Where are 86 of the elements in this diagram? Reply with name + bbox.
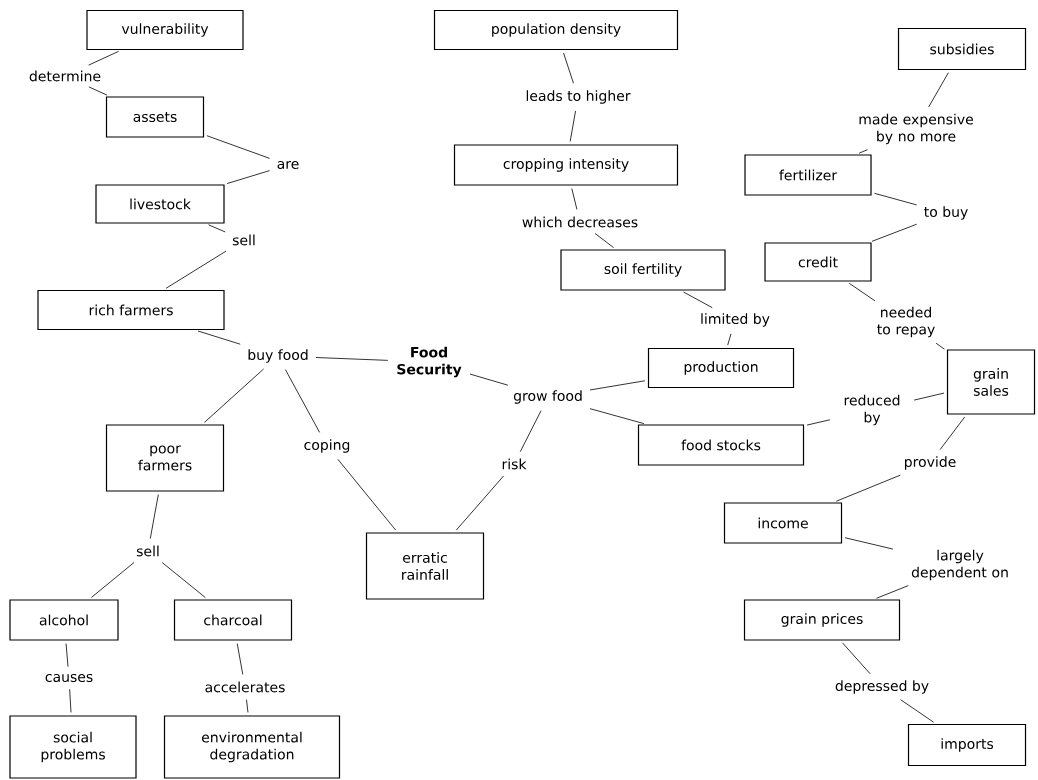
connector-line	[727, 333, 732, 346]
concept-box: subsidies	[897, 27, 1027, 71]
connector-line	[858, 149, 868, 154]
connector-line	[204, 368, 264, 423]
connector-line	[871, 223, 918, 242]
connector-line	[928, 72, 949, 108]
connector-line	[913, 392, 945, 401]
connector-line	[939, 416, 966, 451]
connector-line	[806, 419, 831, 426]
linking-phrase: needed to repay	[877, 306, 935, 338]
linking-phrase: sell	[136, 545, 159, 557]
linking-phrase: risk	[502, 458, 527, 470]
linking-phrase: determine	[29, 70, 101, 82]
linking-phrase: provide	[905, 456, 956, 470]
connector-line	[226, 170, 270, 184]
connector-line	[90, 562, 135, 598]
connector-line	[208, 224, 226, 233]
concept-box: alcohol	[9, 599, 119, 641]
concept-box: credit	[764, 242, 872, 282]
linking-phrase: made expensive by no more	[859, 113, 974, 145]
connector-line	[315, 357, 389, 361]
connector-line	[246, 699, 249, 713]
connector-line	[161, 562, 206, 598]
concept-box: charcoal	[173, 599, 293, 641]
concept-box: imports	[907, 723, 1027, 767]
connector-line	[197, 330, 241, 345]
concept-box: food stocks	[637, 424, 805, 466]
connector-line	[469, 373, 509, 386]
connector-line	[569, 110, 576, 142]
central-concept: Food Security	[397, 346, 462, 378]
concept-box: erratic rainfall	[365, 532, 485, 600]
linking-phrase: sell	[232, 234, 255, 246]
connector-line	[935, 342, 945, 350]
connector-line	[88, 86, 108, 96]
linking-phrase: reduced by	[844, 394, 900, 426]
concept-box: income	[723, 502, 843, 544]
linking-phrase: depressed by	[835, 680, 929, 694]
concept-box: soil fertility	[560, 249, 726, 291]
linking-phrase: leads to higher	[526, 90, 631, 104]
connector-line	[874, 192, 918, 206]
connector-line	[65, 643, 69, 668]
concept-box: cropping intensity	[453, 144, 679, 186]
linking-phrase: are	[277, 161, 299, 170]
connector-line	[683, 291, 713, 308]
concept-box: poor farmers	[105, 424, 225, 492]
concept-box: fertilizer	[744, 154, 872, 196]
linking-phrase: coping	[304, 439, 350, 453]
linking-phrase: which decreases	[522, 216, 638, 228]
connector-line	[236, 643, 244, 675]
linking-phrase: grow food	[513, 390, 582, 404]
concept-box: vulnerability	[86, 9, 244, 51]
connector-line	[69, 688, 72, 713]
connector-line	[842, 642, 871, 675]
connector-line	[206, 135, 271, 159]
connector-line	[519, 410, 542, 453]
linking-phrase: causes	[45, 674, 93, 683]
concept-box: assets	[105, 96, 205, 138]
concept-box: production	[647, 347, 795, 389]
concept-box: social problems	[9, 715, 137, 779]
connector-line	[563, 52, 574, 84]
concept-box: population density	[433, 9, 679, 51]
connector-line	[285, 369, 320, 433]
connector-line	[844, 537, 894, 550]
concept-box: rich farmers	[37, 289, 225, 331]
concept-box: environmental degradation	[163, 715, 341, 779]
linking-phrase: limited by	[701, 313, 770, 327]
connector-line	[589, 380, 646, 391]
connector-line	[571, 188, 578, 210]
connector-line	[594, 233, 614, 248]
linking-phrase: buy food	[248, 349, 308, 363]
concept-box: grain prices	[743, 599, 901, 641]
concept-box: grain sales	[946, 349, 1036, 415]
connector-line	[876, 585, 909, 599]
linking-phrase: largely dependent on	[911, 549, 1008, 581]
connector-line	[848, 282, 876, 302]
connector-line	[455, 475, 505, 531]
linking-phrase: to buy	[924, 206, 968, 220]
connector-line	[589, 408, 645, 424]
connector-line	[149, 494, 159, 539]
concept-box: livestock	[95, 184, 225, 224]
connector-line	[165, 250, 227, 289]
connector-line	[337, 458, 397, 531]
linking-phrase: accelerates	[205, 681, 285, 693]
connector-line	[88, 50, 119, 66]
connector-line	[835, 474, 901, 502]
connector-line	[900, 699, 935, 723]
